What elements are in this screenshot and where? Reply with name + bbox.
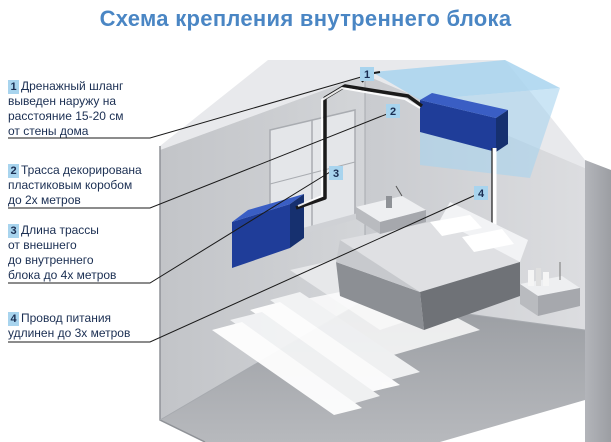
indoor-unit <box>420 93 508 152</box>
callout-2-line-3: до 2х метров <box>8 193 81 207</box>
callout-3-line-3: до внутреннего <box>8 253 94 267</box>
callout-2-number: 2 <box>8 164 19 178</box>
callout-1-number: 1 <box>8 80 19 94</box>
callout-1-line-3: расстояние 15-20 см <box>8 109 124 123</box>
callout-4-number: 4 <box>8 312 19 326</box>
marker-3-text: 3 <box>333 168 339 180</box>
leader-1 <box>8 74 369 139</box>
marker-1: 1 <box>360 67 374 81</box>
callout-1-line-1: Дренажный шланг <box>21 79 124 93</box>
callout-1-line-2: выведен наружу на <box>8 94 117 108</box>
marker-3: 3 <box>329 166 343 180</box>
callout-3-line-2: от внешнего <box>8 238 77 252</box>
callout-2-line-1: Трасса декорирована <box>21 163 142 177</box>
marker-4-text: 4 <box>478 188 485 200</box>
bed <box>336 202 528 330</box>
right-wall-edge <box>585 160 611 442</box>
leader-3 <box>8 171 331 284</box>
leader-4 <box>8 192 481 343</box>
callout-1-line-4: от стены дома <box>8 124 89 138</box>
marker-2-text: 2 <box>390 106 396 118</box>
marker-2: 2 <box>386 104 400 118</box>
decorative-duct <box>297 87 421 207</box>
diagram-title: Схема крепления внутреннего блока <box>99 6 512 31</box>
nightstand <box>356 185 426 234</box>
callout-2-line-2: пластиковым коробом <box>8 178 133 192</box>
highlight-panel-top <box>372 60 560 100</box>
marker-4: 4 <box>474 186 488 200</box>
outdoor-unit <box>232 194 304 268</box>
callout-4-line-1: Провод питания <box>21 311 112 325</box>
callout-3-number: 3 <box>8 224 19 238</box>
marker-1-text: 1 <box>364 69 370 81</box>
shelf <box>520 262 580 316</box>
callout-3-line-1: Длина трассы <box>21 223 99 237</box>
callout-4-line-2: удлинен до 3х метров <box>8 326 131 340</box>
leader-2 <box>8 111 393 209</box>
callout-3-line-4: блока до 4х метров <box>8 268 117 282</box>
